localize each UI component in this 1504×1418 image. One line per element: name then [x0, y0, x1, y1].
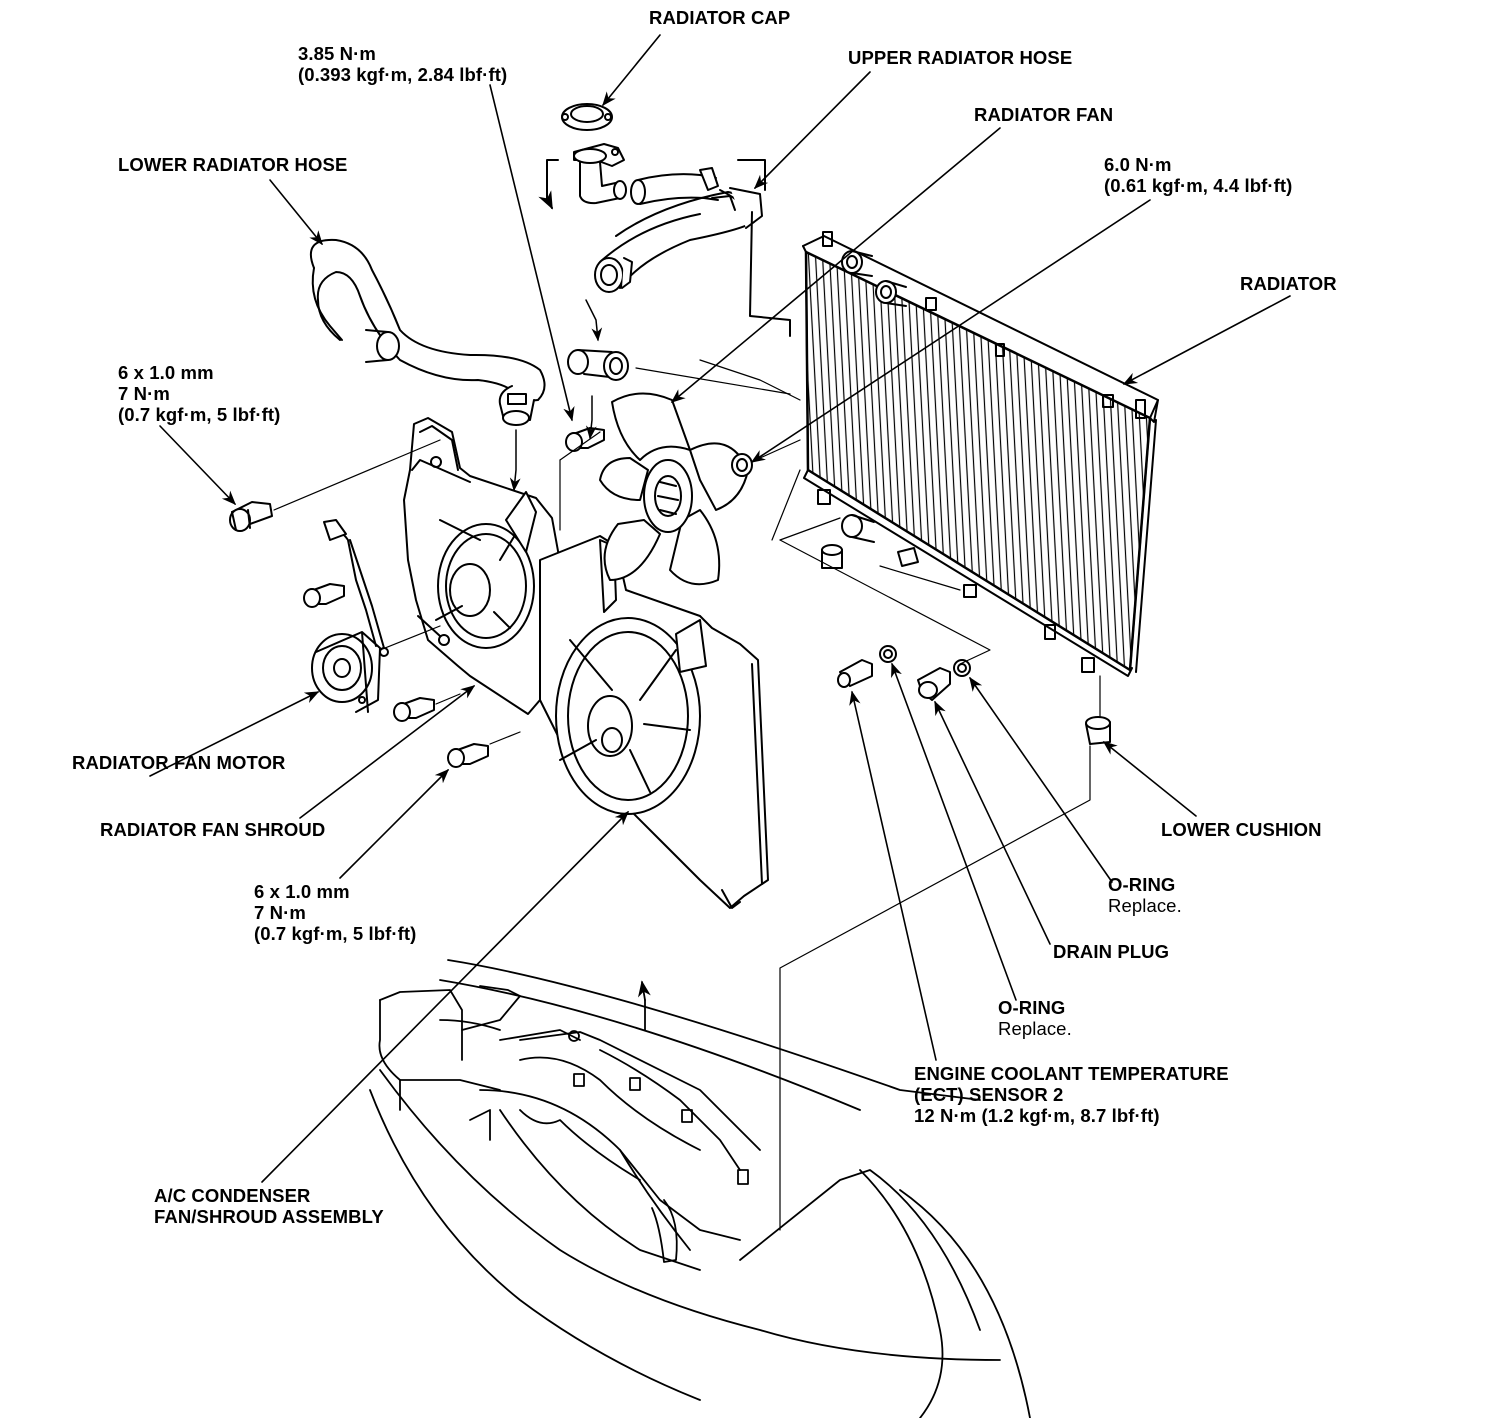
leader-fan-shroud: [300, 685, 476, 818]
leader-radiator-cap: [602, 35, 660, 107]
leader-lower-cushion: [1102, 741, 1196, 816]
radiator-core: [803, 232, 1158, 676]
ect-line-1: ENGINE COOLANT TEMPERATURE: [914, 1063, 1229, 1084]
oring-right-line-2: Replace.: [1108, 895, 1182, 916]
fan-torque-line-1: 6.0 N·m: [1104, 154, 1172, 175]
leader-fan-motor: [150, 692, 320, 776]
radiator-inlet-fitting: [568, 350, 628, 380]
label-oring-right: O-RING Replace.: [1108, 874, 1182, 916]
leader-lower-bolt: [340, 768, 450, 878]
label-oring-left: O-RING Replace.: [998, 997, 1072, 1039]
label-lower-radiator-hose: LOWER RADIATOR HOSE: [118, 154, 347, 175]
lower-bolt-line-2: 7 N·m: [254, 902, 306, 923]
radiator-fan-motor-part: [312, 520, 388, 712]
cap-torque-line-2: (0.393 kgf·m, 2.84 lbf·ft): [298, 64, 508, 85]
label-upper-radiator-hose: UPPER RADIATOR HOSE: [848, 47, 1072, 68]
upper-bolt-line-3: (0.7 kgf·m, 5 lbf·ft): [118, 404, 281, 425]
leader-ect: [849, 690, 936, 1060]
label-upper-radiator-hose-text: UPPER RADIATOR HOSE: [848, 47, 1073, 68]
leader-oring-left: [891, 662, 1016, 1000]
ect-line-3: 12 N·m (1.2 kgf·m, 8.7 lbf·ft): [914, 1105, 1160, 1126]
fan-torque-line-2: (0.61 kgf·m, 4.4 lbf·ft): [1104, 175, 1293, 196]
upper-radiator-hose-part: [595, 160, 790, 336]
lower-bolt-line-3: (0.7 kgf·m, 5 lbf·ft): [254, 923, 417, 944]
leader-cap-torque: [490, 85, 575, 422]
label-fan-torque: 6.0 N·m (0.61 kgf·m, 4.4 lbf·ft): [1104, 154, 1292, 196]
label-radiator-fan-shroud: RADIATOR FAN SHROUD: [100, 819, 325, 840]
label-ect-sensor: ENGINE COOLANT TEMPERATURE (ECT) SENSOR …: [914, 1063, 1229, 1126]
label-lower-radiator-hose-text: LOWER RADIATOR HOSE: [118, 154, 348, 175]
oring-left-line-1: O-RING: [998, 997, 1066, 1018]
leader-radiator: [1122, 296, 1290, 384]
ect-line-2: (ECT) SENSOR 2: [914, 1084, 1064, 1105]
label-radiator-fan-text: RADIATOR FAN: [974, 104, 1114, 125]
radiator-fan-shroud-part: [404, 418, 574, 714]
leader-upper-bolt: [160, 426, 236, 506]
label-radiator-text: RADIATOR: [1240, 273, 1337, 294]
radiator-cap-part: [538, 104, 626, 210]
locator-lines: [274, 360, 1100, 1230]
label-drain-plug-text: DRAIN PLUG: [1053, 941, 1170, 962]
label-radiator-fan-motor: RADIATOR FAN MOTOR: [72, 752, 286, 773]
ac-fan-shroud-part: [540, 536, 768, 908]
label-lower-cushion: LOWER CUSHION: [1161, 819, 1322, 840]
leader-lower-hose: [270, 180, 323, 246]
label-ac-condenser-assembly: A/C CONDENSER FAN/SHROUD ASSEMBLY: [154, 1185, 384, 1227]
small-parts: [822, 545, 1110, 744]
label-lower-bolt-spec: 6 x 1.0 mm 7 N·m (0.7 kgf·m, 5 lbf·ft): [254, 881, 416, 944]
ac-line-1: A/C CONDENSER: [154, 1185, 311, 1206]
label-radiator-cap-text: RADIATOR CAP: [649, 7, 791, 28]
leader-drain-plug: [935, 700, 1050, 944]
alignment-arrows: [509, 300, 603, 492]
label-upper-bolt-spec: 6 x 1.0 mm 7 N·m (0.7 kgf·m, 5 lbf·ft): [118, 362, 280, 425]
oring-left-line-2: Replace.: [998, 1018, 1072, 1039]
label-radiator: RADIATOR: [1240, 273, 1337, 294]
label-lower-cushion-text: LOWER CUSHION: [1161, 819, 1322, 840]
ac-line-2: FAN/SHROUD ASSEMBLY: [154, 1206, 384, 1227]
leader-ac-condenser: [262, 810, 630, 1182]
leader-lines: [150, 35, 1290, 1182]
leader-fan-torque: [750, 200, 1150, 462]
upper-bolt-line-2: 7 N·m: [118, 383, 170, 404]
lower-radiator-hose-part: [311, 240, 545, 425]
label-radiator-fan: RADIATOR FAN: [974, 104, 1113, 125]
radiator-fan-part: [600, 393, 748, 584]
leader-radiator-fan: [670, 128, 1000, 403]
vehicle-front-outline: [370, 960, 1030, 1418]
radiator-inlets: [842, 251, 906, 542]
leader-upper-hose: [753, 72, 870, 190]
label-cap-torque: 3.85 N·m (0.393 kgf·m, 2.84 lbf·ft): [298, 43, 507, 85]
upper-bolt-line-1: 6 x 1.0 mm: [118, 362, 214, 383]
cap-torque-line-1: 3.85 N·m: [298, 43, 376, 64]
lower-bolt-line-1: 6 x 1.0 mm: [254, 881, 350, 902]
label-radiator-fan-shroud-text: RADIATOR FAN SHROUD: [100, 819, 326, 840]
label-radiator-cap: RADIATOR CAP: [649, 7, 790, 28]
bolts: [230, 428, 752, 767]
label-radiator-fan-motor-text: RADIATOR FAN MOTOR: [72, 752, 286, 773]
leader-oring-right: [969, 676, 1112, 882]
oring-right-line-1: O-RING: [1108, 874, 1176, 895]
label-drain-plug: DRAIN PLUG: [1053, 941, 1169, 962]
